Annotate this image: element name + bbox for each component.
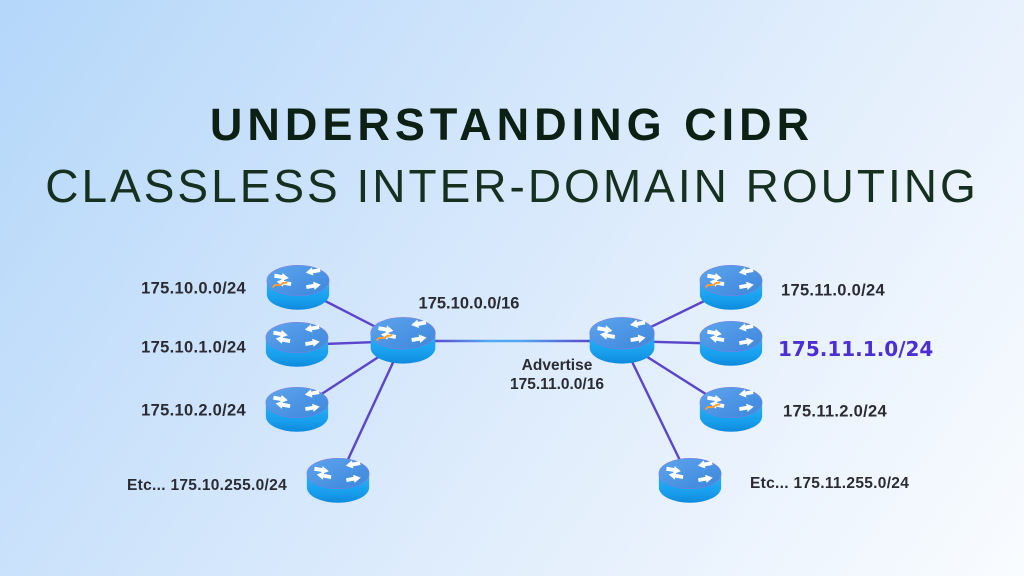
subnet-label-right-2-highlight: 175.11.1.0/24	[778, 337, 934, 361]
page-subtitle: CLASSLESS INTER-DOMAIN ROUTING	[45, 160, 979, 212]
router-icon-left-2	[265, 321, 329, 368]
advertise-route: 175.11.0.0/16	[510, 376, 604, 393]
router-icon-left-1	[266, 264, 330, 311]
page-title: UNDERSTANDING CIDR	[209, 99, 815, 150]
subnet-label-right-etc: Etc... 175.11.255.0/24	[750, 475, 910, 492]
router-icon-left-etc	[306, 457, 370, 504]
link-line	[620, 340, 692, 482]
router-icon-right-etc	[658, 457, 722, 504]
subnet-label-right-3: 175.11.2.0/24	[783, 402, 887, 421]
router-icon-right-2	[699, 320, 763, 367]
link-line	[336, 340, 405, 482]
router-icon-left-3	[265, 386, 329, 433]
router-icon-right-1	[699, 264, 763, 311]
advertise-label: Advertise 175.11.0.0/16	[510, 356, 604, 394]
router-icon-left-hub	[370, 316, 436, 365]
subnet-label-left-1: 175.10.0.0/24	[141, 279, 246, 298]
subnet-label-right-1: 175.11.0.0/24	[781, 281, 885, 300]
aggregate-route-label: 175.10.0.0/16	[418, 294, 520, 313]
subnet-label-left-etc: Etc... 175.10.255.0/24	[127, 477, 287, 494]
advertise-word: Advertise	[521, 357, 593, 374]
subnet-label-left-2: 175.10.1.0/24	[141, 338, 246, 357]
router-icon-right-3	[699, 386, 763, 433]
subnet-label-left-3: 175.10.2.0/24	[141, 401, 246, 420]
